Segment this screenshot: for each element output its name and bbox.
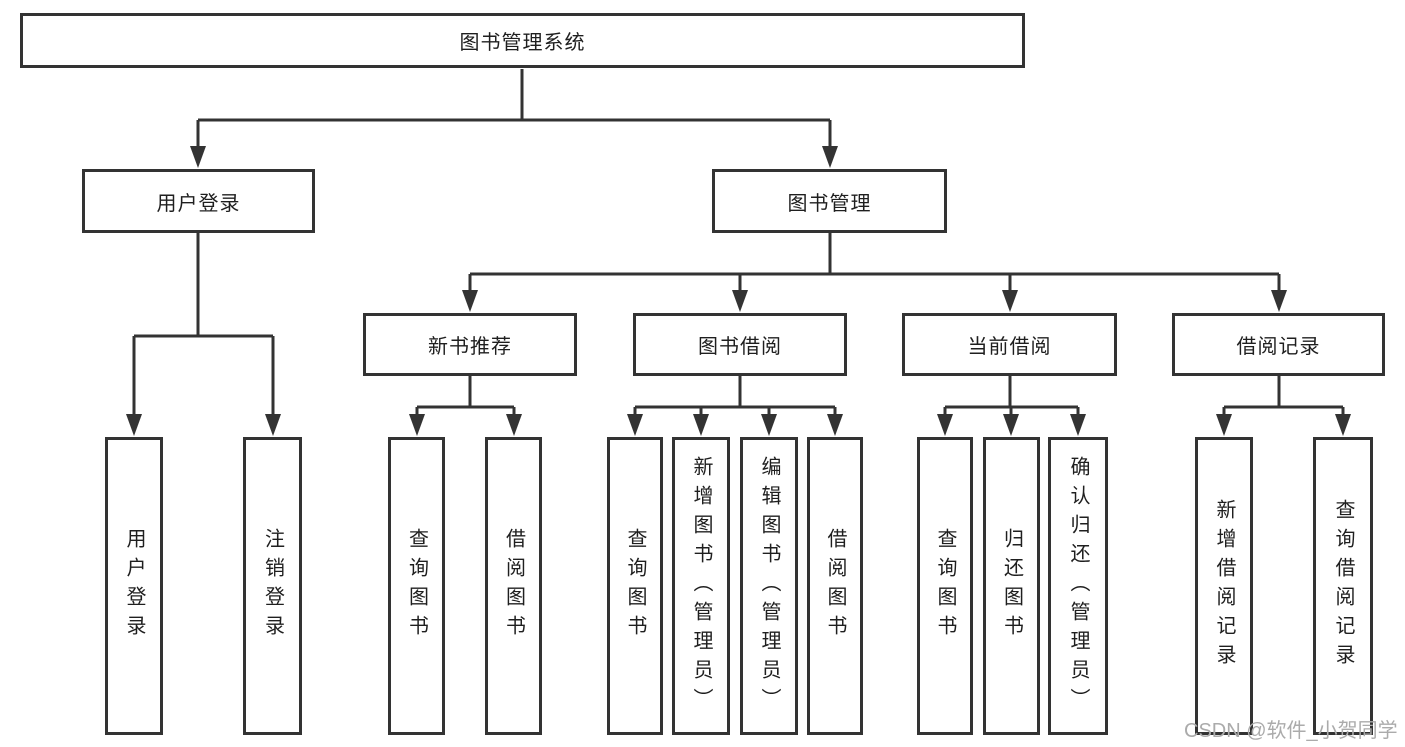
leaf-recommend-borrow-book: 借阅图书: [485, 437, 542, 735]
leaf-recommend-borrow-book-label: 借阅图书: [502, 528, 525, 644]
leaf-recommend-query-book-label: 查询图书: [405, 528, 428, 644]
node-book-borrowing: 图书借阅: [633, 313, 847, 376]
leaf-add-book-admin-label: 新增图书（管理员）: [690, 455, 712, 717]
node-borrow-records-label: 借阅记录: [1236, 336, 1321, 358]
node-book-management-label: 图书管理: [787, 192, 872, 215]
connector-level3-to-leaves: [409, 376, 1351, 436]
node-root-library-system: 图书管理系统: [20, 13, 1025, 68]
node-user-login-label: 用户登录: [156, 192, 241, 215]
leaf-user-login-label: 用户登录: [123, 528, 145, 644]
leaf-confirm-return-admin: 确认归还（管理员）: [1048, 437, 1108, 735]
node-book-management: 图书管理: [712, 169, 947, 233]
leaf-borrowing-borrow-book: 借阅图书: [807, 437, 863, 735]
leaf-query-borrow-record-label: 查询借阅记录: [1332, 499, 1354, 673]
csdn-watermark: CSDN @软件_小贺同学: [1184, 720, 1398, 742]
leaf-current-query-book: 查询图书: [917, 437, 973, 735]
leaf-add-borrow-record: 新增借阅记录: [1195, 437, 1253, 735]
leaf-logout-label: 注销登录: [261, 528, 284, 644]
leaf-query-borrow-record: 查询借阅记录: [1313, 437, 1373, 735]
leaf-user-login: 用户登录: [105, 437, 163, 735]
connector-book-mgmt-to-level3: [462, 233, 1287, 312]
leaf-recommend-query-book: 查询图书: [388, 437, 445, 735]
leaf-return-book: 归还图书: [983, 437, 1040, 735]
node-borrow-records: 借阅记录: [1172, 313, 1385, 376]
node-root-label: 图书管理系统: [459, 32, 586, 54]
leaf-borrowing-borrow-book-label: 借阅图书: [824, 528, 846, 644]
leaf-edit-book-admin-label: 编辑图书（管理员）: [758, 455, 780, 717]
leaf-borrowing-query-book-label: 查询图书: [624, 528, 646, 644]
leaf-confirm-return-admin-label: 确认归还（管理员）: [1067, 455, 1089, 717]
node-new-book-recommend: 新书推荐: [363, 313, 577, 376]
node-new-book-recommend-label: 新书推荐: [428, 336, 512, 358]
node-user-login: 用户登录: [82, 169, 315, 233]
node-book-borrowing-label: 图书借阅: [698, 336, 782, 358]
leaf-logout: 注销登录: [243, 437, 302, 735]
leaf-add-book-admin: 新增图书（管理员）: [672, 437, 730, 735]
connector-root-to-level2: [190, 69, 838, 168]
leaf-add-borrow-record-label: 新增借阅记录: [1213, 499, 1235, 673]
node-current-borrowing-label: 当前借阅: [967, 336, 1052, 358]
leaf-return-book-label: 归还图书: [1000, 528, 1023, 644]
leaf-borrowing-query-book: 查询图书: [607, 437, 663, 735]
leaf-current-query-book-label: 查询图书: [934, 528, 956, 644]
node-current-borrowing: 当前借阅: [902, 313, 1117, 376]
leaf-edit-book-admin: 编辑图书（管理员）: [740, 437, 798, 735]
connector-user-login-to-children: [126, 233, 281, 436]
